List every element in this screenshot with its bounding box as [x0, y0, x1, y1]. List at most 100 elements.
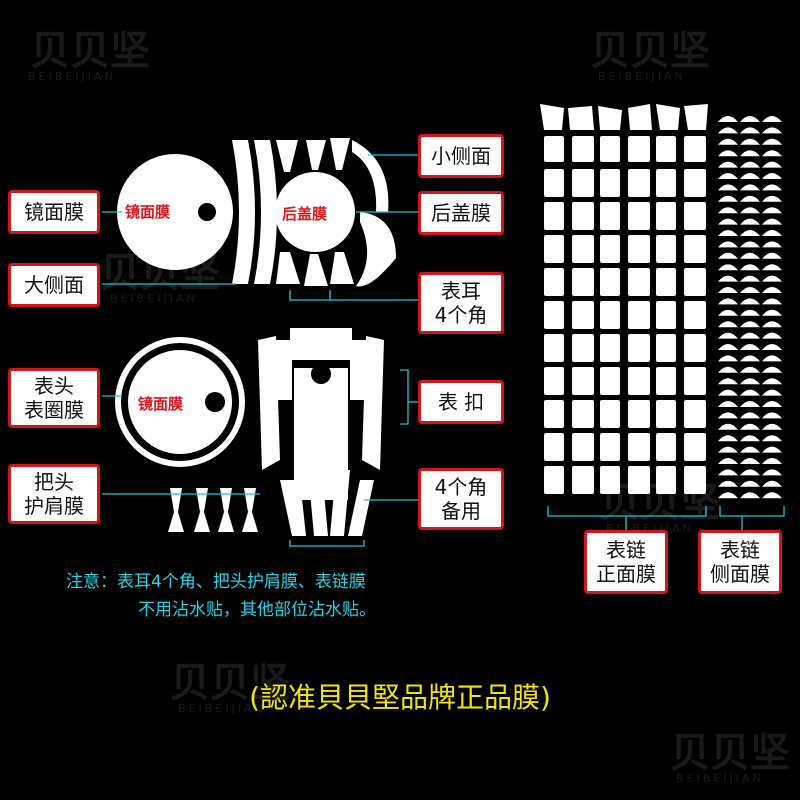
strap-side-piece [718, 378, 738, 385]
strap-side-piece [718, 298, 738, 305]
label-clasp: 表 扣 [418, 380, 504, 424]
strap-front-piece [684, 104, 708, 130]
small-side-piece [306, 140, 326, 170]
mirror-film-bottom-text: 镜面膜 [138, 395, 184, 413]
strap-side-piece [718, 492, 738, 499]
strap-front-piece [656, 400, 676, 428]
strap-side-piece [762, 116, 782, 122]
small-side-piece [276, 140, 298, 172]
strap-front-piece [544, 466, 564, 494]
strap-side-piece [718, 138, 738, 145]
strap-front-piece [572, 202, 594, 230]
strap-side-piece [762, 389, 782, 396]
strap-side-piece [740, 492, 760, 499]
strap-side-piece [762, 150, 782, 157]
strap-side-piece [762, 480, 782, 487]
strap-front-piece [544, 433, 564, 461]
small-side-piece [330, 138, 350, 170]
strap-side-piece [718, 344, 738, 350]
strap-front-piece [572, 136, 594, 162]
strap-side-piece [718, 218, 738, 225]
strap-side-piece [718, 195, 738, 202]
strap-side-piece [762, 458, 782, 464]
strap-side-piece [740, 332, 760, 339]
strap-side-piece [718, 435, 738, 442]
watermark-logo: 贝贝坚 [670, 730, 790, 776]
strap-side-piece [740, 321, 760, 328]
strap-front-piece [628, 301, 650, 329]
watermark-logo: 贝贝坚 [170, 660, 290, 706]
strap-side-piece [740, 298, 760, 305]
strap-side-piece [740, 173, 760, 179]
strap-side-piece [762, 469, 782, 476]
strap-side-piece [740, 138, 760, 145]
strap-side-piece [740, 366, 760, 373]
strap-front-piece [600, 433, 620, 461]
mirror-film-top [117, 154, 233, 270]
strap-front-piece [628, 202, 650, 230]
label-strap-front: 表链 正面膜 [584, 530, 668, 594]
strap-front-piece [572, 367, 594, 395]
strap-front-piece [572, 301, 594, 329]
strap-side-piece [762, 173, 782, 179]
strap-side-piece [718, 116, 738, 122]
strap-side-piece [718, 264, 738, 271]
clasp-side-strip [362, 336, 384, 470]
note-line-1: 注意：表耳4个角、把头护肩膜、表链膜 [66, 572, 366, 592]
strap-side-piece [740, 355, 760, 362]
strap-front-piece [600, 400, 620, 428]
mirror-notch [205, 392, 225, 412]
strap-side-piece [762, 298, 782, 305]
label-spare-corners: 4个角 备用 [418, 468, 504, 530]
small-side-strip [356, 212, 396, 287]
strap-side-film-grid [718, 116, 782, 499]
strap-side-piece [718, 287, 738, 293]
strap-side-piece [740, 412, 760, 419]
label-back-cover: 后盖膜 [418, 191, 504, 235]
strap-side-piece [762, 435, 782, 442]
watermark-text: BEIBEIJIAN [178, 702, 266, 715]
strap-side-piece [740, 150, 760, 157]
strap-front-piece [628, 334, 650, 362]
strap-front-piece [572, 433, 594, 461]
label-mirror-film: 镜面膜 [8, 190, 100, 234]
strap-front-piece [628, 466, 650, 494]
strap-side-piece [718, 412, 738, 419]
spare-corner-piece [308, 470, 328, 536]
mirror-film-bottom [128, 350, 232, 454]
strap-front-piece [628, 268, 650, 296]
strap-front-piece [540, 104, 564, 130]
strap-side-piece [740, 480, 760, 487]
strap-side-piece [762, 366, 782, 373]
watermark-text: BEIBEIJIAN [110, 292, 198, 305]
strap-front-piece [628, 104, 652, 130]
strap-front-piece [656, 433, 676, 461]
strap-side-piece [762, 344, 782, 350]
strap-front-piece [656, 104, 680, 130]
strap-front-piece [628, 169, 650, 197]
strap-front-piece [628, 400, 650, 428]
strap-front-piece [656, 466, 676, 494]
strap-front-piece [684, 334, 706, 362]
bezel-film-ring [115, 337, 245, 467]
strap-front-piece [684, 136, 706, 162]
strap-front-piece [600, 367, 620, 395]
label-small-side: 小侧面 [418, 134, 504, 178]
strap-front-piece [544, 400, 564, 428]
strap-front-piece [544, 268, 564, 296]
strap-side-piece [740, 378, 760, 385]
strap-side-piece [762, 218, 782, 225]
label-strap-side: 表链 侧面膜 [698, 530, 782, 594]
strap-front-piece [544, 367, 564, 395]
strap-front-piece [656, 268, 676, 296]
strap-side-piece [762, 423, 782, 430]
strap-side-piece [740, 287, 760, 293]
strap-front-piece [544, 301, 564, 329]
strap-side-piece [718, 355, 738, 362]
small-side-piece [304, 254, 328, 286]
strap-side-piece [718, 150, 738, 157]
strap-side-piece [762, 252, 782, 259]
strap-side-piece [718, 275, 738, 282]
strap-front-piece [600, 466, 620, 494]
strap-side-piece [740, 127, 760, 134]
